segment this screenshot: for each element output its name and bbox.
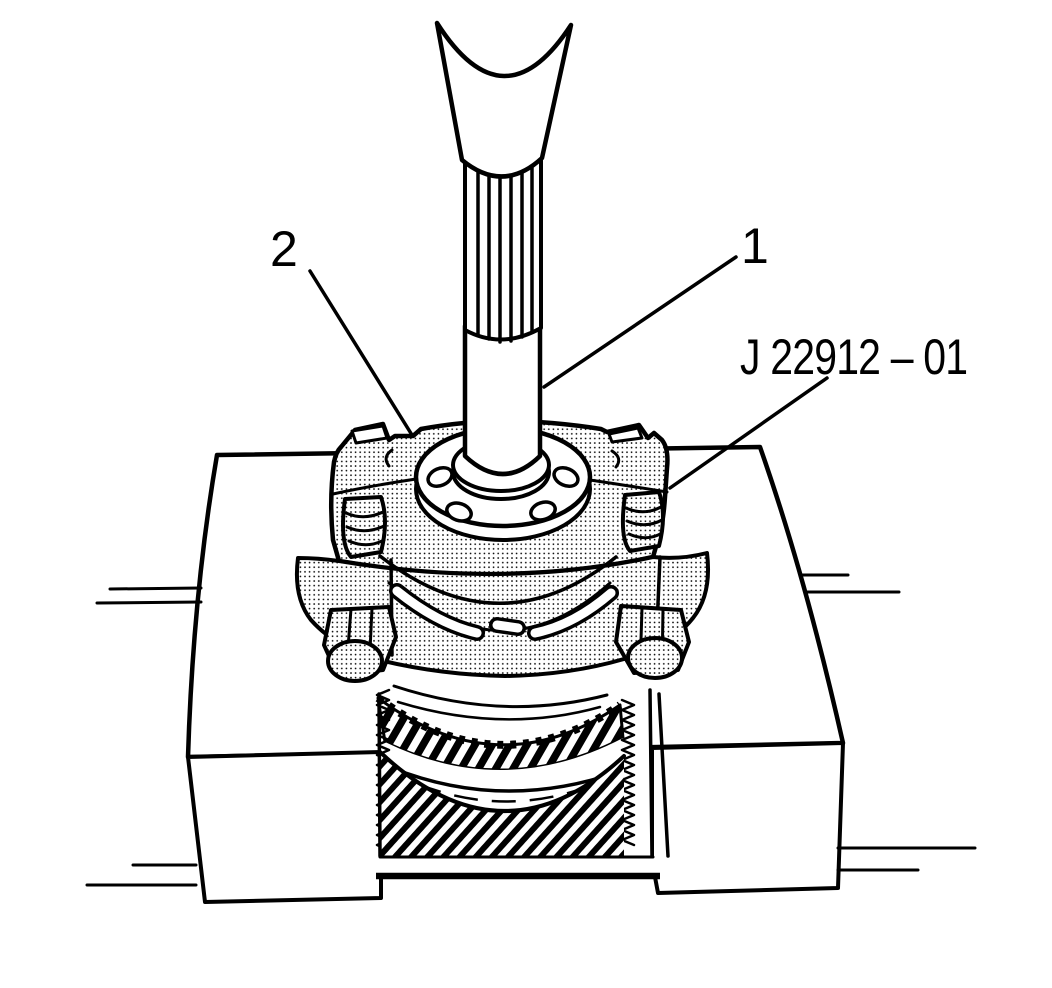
clamp-tool [294,418,711,683]
press-opening-sill [376,855,660,880]
spline-lines [476,166,534,344]
callout-label-tool-number: J 22912 – 01 [740,329,968,385]
callout-label-2: 2 [270,221,298,277]
leader-line-tool [668,376,829,490]
clamp-hex-bolt-left [322,605,398,683]
plate-slots [389,583,619,641]
clamp-hex-bolt-right [614,604,691,680]
press-ram-cone [434,20,574,179]
press-bed-rails [85,573,977,887]
clamp-side-stud-right [620,490,665,553]
shaft-smooth-section [462,323,543,477]
leader-line-1 [542,255,738,389]
clamp-side-stud-left [341,495,387,559]
gear-stack [375,658,652,859]
callout-label-1: 1 [741,218,769,274]
output-shaft [434,20,574,477]
press-opening-walls [377,688,670,858]
leader-lines [308,255,829,490]
leader-line-2 [308,269,414,437]
flange-bolt-holes [426,465,580,523]
